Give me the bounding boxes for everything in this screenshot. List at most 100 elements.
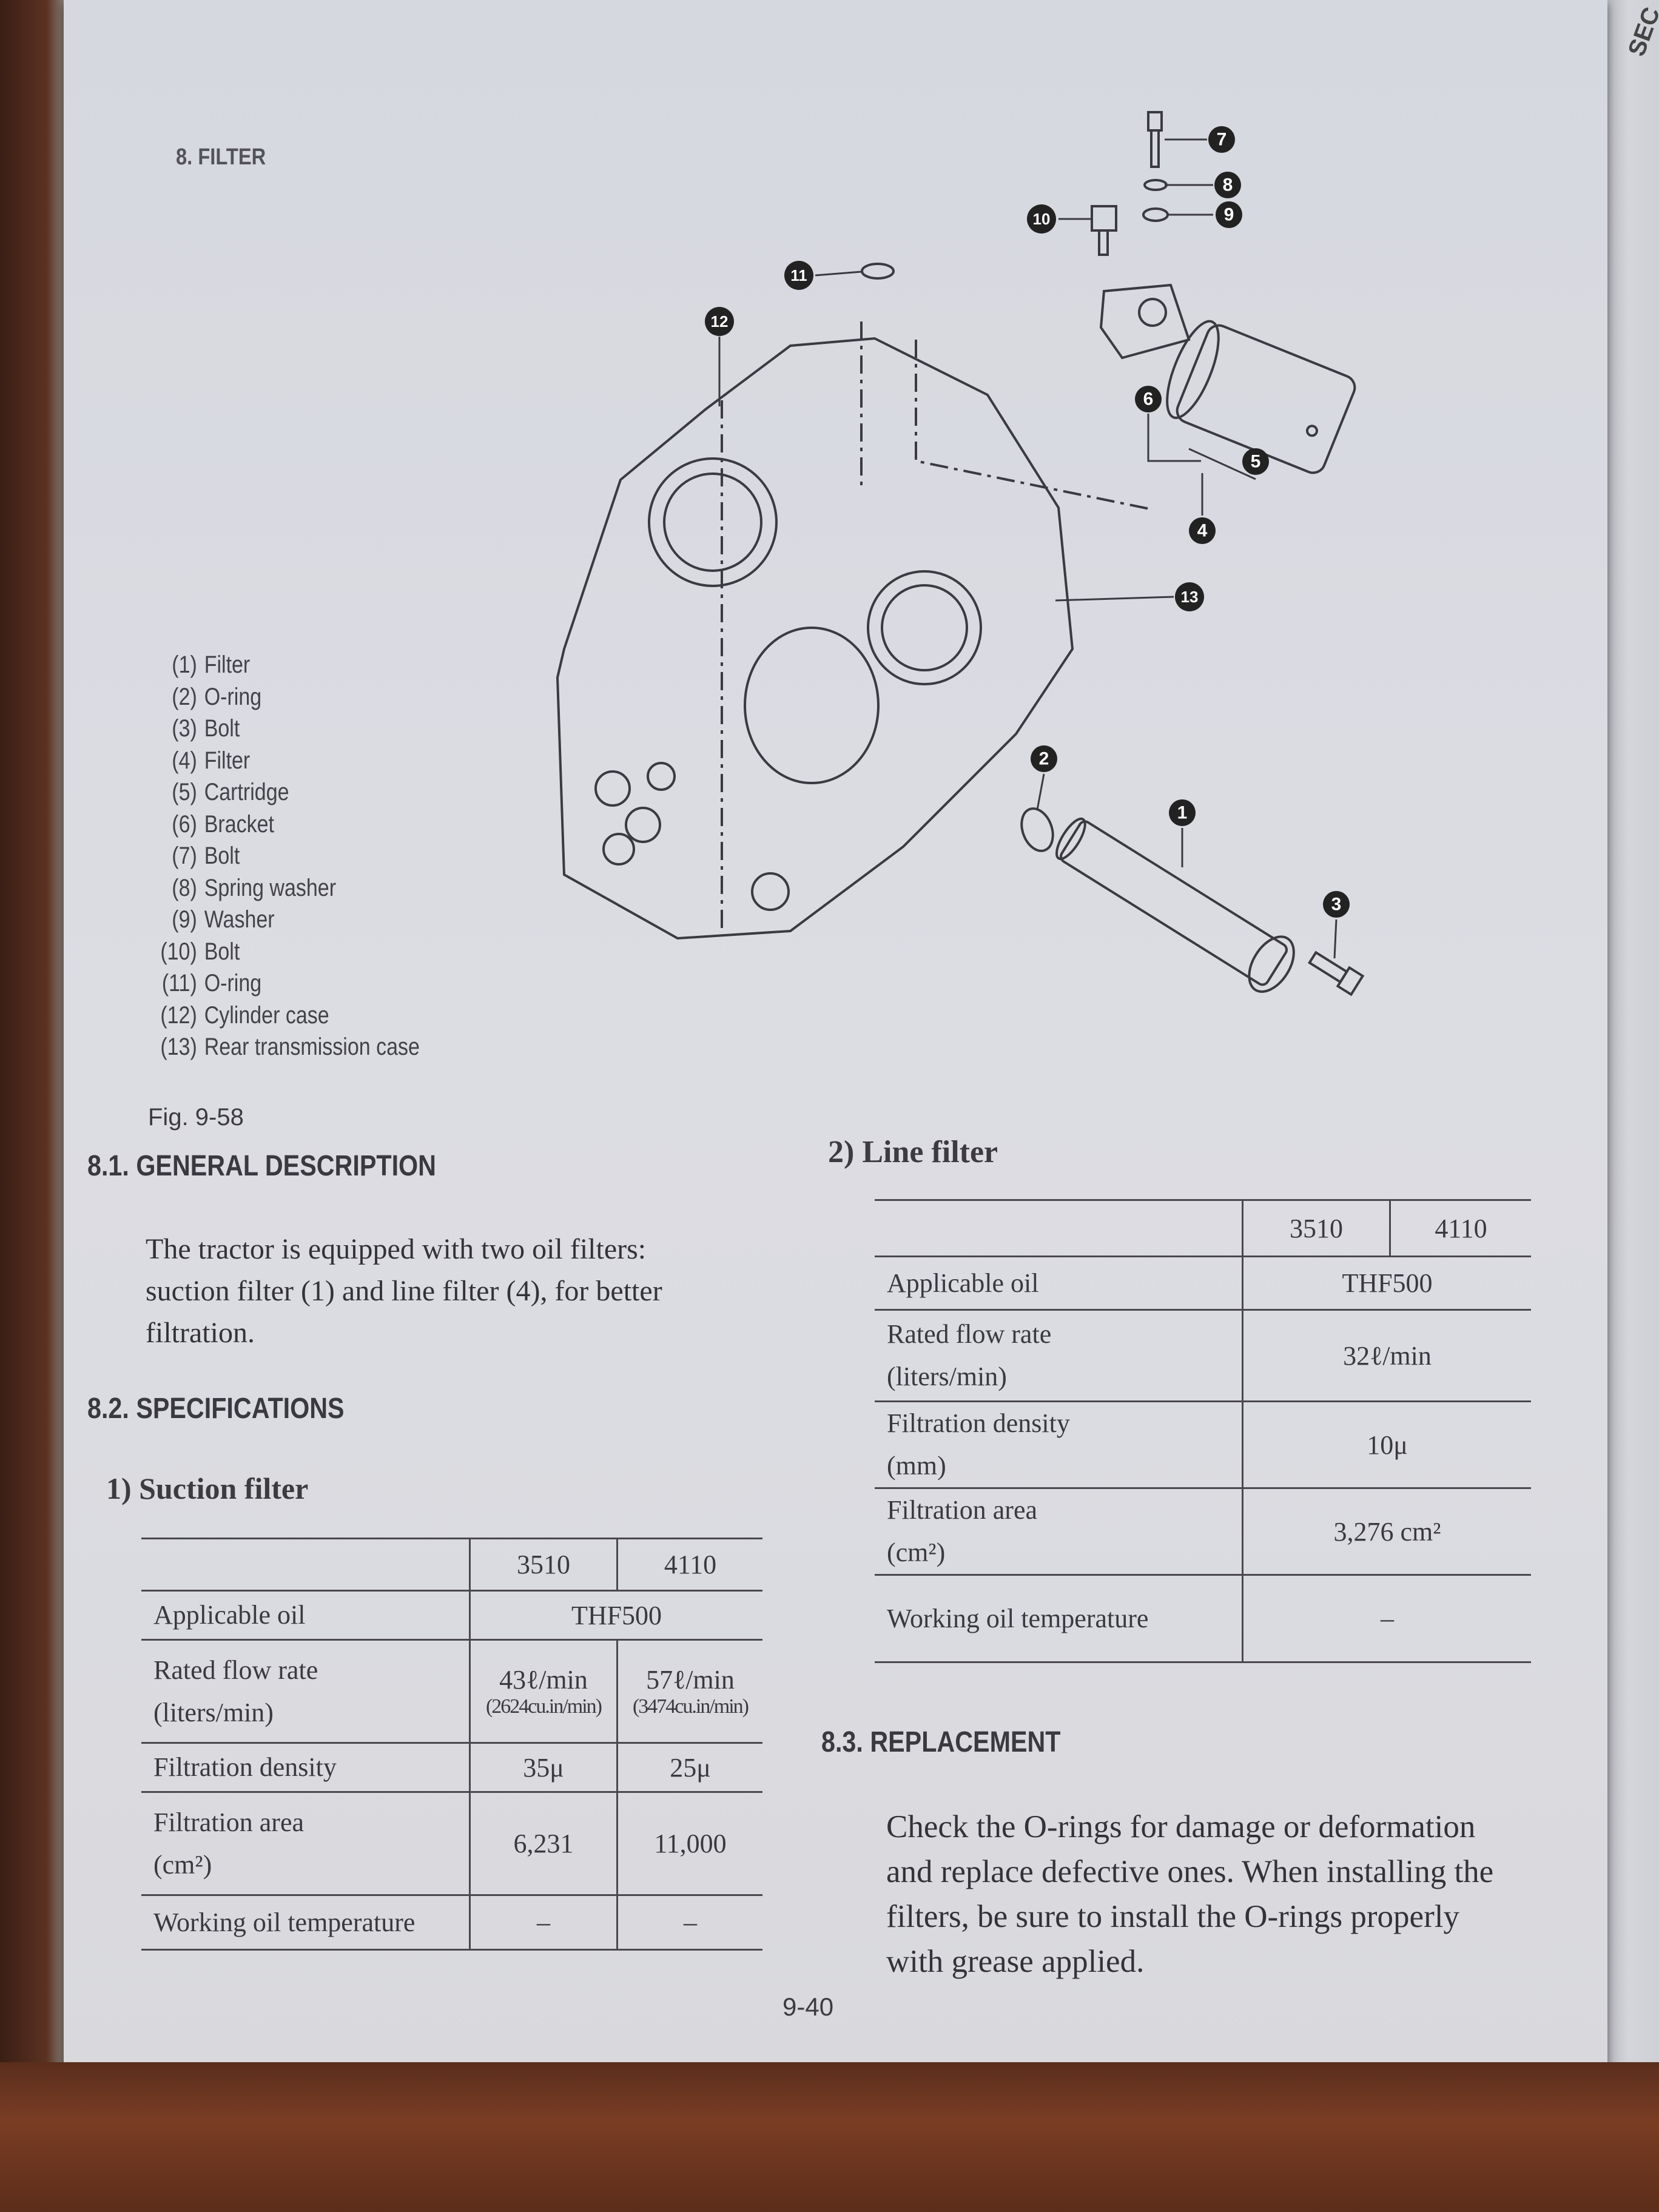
text-line: suction filter (1) and line filter (4), … <box>146 1275 662 1307</box>
column-header: 4110 <box>616 1538 762 1592</box>
svg-text:2: 2 <box>1039 749 1049 769</box>
table-row: Rated flow rate(liters/min) 43ℓ/min(2624… <box>141 1639 762 1744</box>
callout-5: 5 <box>1242 448 1269 475</box>
text-line: and replace defective ones. When install… <box>886 1854 1494 1889</box>
svg-text:6: 6 <box>1143 389 1154 409</box>
callout-6: 6 <box>1135 386 1162 412</box>
callout-9: 9 <box>1216 201 1242 228</box>
suction-filter-drawing <box>1055 817 1295 993</box>
table-row: Working oil temperature– <box>875 1574 1531 1663</box>
callout-2: 2 <box>1031 745 1057 772</box>
text-line: filters, be sure to install the O-rings … <box>886 1899 1459 1934</box>
svg-text:12: 12 <box>711 312 729 331</box>
parts-legend: (1)Filter (2)O-ring (3)Bolt (4)Filter (5… <box>152 649 420 1063</box>
legend-item: (9)Washer <box>172 906 275 933</box>
table-row: Filtration density(mm)10μ <box>875 1400 1531 1489</box>
legend-item: (12)Cylinder case <box>160 1001 329 1029</box>
specifications-heading: 8.2. SPECIFICATIONS <box>87 1393 345 1425</box>
cell-value: 6,231 <box>469 1791 617 1896</box>
cell-value: – <box>469 1894 617 1951</box>
row-label: Filtration area(cm²) <box>141 1791 470 1896</box>
cell-value: 11,000 <box>616 1791 762 1896</box>
column-header: 3510 <box>1242 1199 1390 1257</box>
cell-value: 3,276 cm² <box>1242 1487 1531 1576</box>
replacement-heading: 8.3. REPLACEMENT <box>821 1726 1061 1758</box>
text-line: with grease applied. <box>886 1944 1145 1979</box>
cell-value: – <box>1242 1574 1531 1663</box>
row-label: Filtration area(cm²) <box>875 1487 1243 1576</box>
replacement-text: Check the O-rings for damage or deformat… <box>886 1804 1493 1984</box>
callout-8: 8 <box>1214 172 1241 198</box>
cell-value: 57ℓ/min(3474cu.in/min) <box>616 1639 762 1744</box>
callout-3: 3 <box>1323 891 1350 918</box>
callout-7: 7 <box>1208 126 1235 153</box>
callout-1: 1 <box>1169 799 1196 826</box>
svg-text:4: 4 <box>1197 521 1208 541</box>
cell-value: 35μ <box>469 1742 617 1793</box>
cell-value: 32ℓ/min <box>1242 1309 1531 1402</box>
adjacent-page: SEC <box>1607 0 1659 2099</box>
row-label: Working oil temperature <box>141 1894 470 1951</box>
book-edge <box>0 0 67 2093</box>
general-description-text: The tractor is equipped with two oil fil… <box>146 1228 662 1354</box>
row-label: Applicable oil <box>141 1590 470 1641</box>
figure-caption: Fig. 9-58 <box>148 1104 244 1131</box>
cell-value: THF500 <box>1242 1256 1531 1311</box>
legend-item: (11)O-ring <box>161 970 262 997</box>
text-line: The tractor is equipped with two oil fil… <box>146 1233 647 1265</box>
cartridge-drawing <box>1166 320 1356 474</box>
table-row: Filtration area(cm²)3,276 cm² <box>875 1487 1531 1576</box>
table-row: Working oil temperature–– <box>141 1894 762 1951</box>
legend-item: (6)Bracket <box>172 810 274 838</box>
row-label: Applicable oil <box>875 1256 1243 1311</box>
row-label: Filtration density(mm) <box>875 1400 1243 1489</box>
svg-text:8: 8 <box>1223 175 1233 195</box>
cell-value: 25μ <box>616 1742 762 1793</box>
legend-item: (7)Bolt <box>172 842 240 869</box>
legend-item: (3)Bolt <box>172 715 240 742</box>
column-header: 3510 <box>469 1538 617 1592</box>
legend-item: (8)Spring washer <box>172 874 337 901</box>
page-number: 9-40 <box>782 1992 834 2021</box>
legend-item: (10)Bolt <box>160 938 240 965</box>
row-label: Rated flow rate(liters/min) <box>875 1309 1243 1402</box>
cell-value: 43ℓ/min(2624cu.in/min) <box>469 1639 617 1744</box>
legend-item: (5)Cartridge <box>172 779 289 805</box>
cell-value: THF500 <box>469 1590 762 1641</box>
svg-text:7: 7 <box>1217 130 1227 150</box>
general-description-heading: 8.1. GENERAL DESCRIPTION <box>87 1150 436 1182</box>
row-label: Filtration density <box>141 1742 470 1793</box>
text-line: Check the O-rings for damage or deformat… <box>886 1809 1476 1844</box>
svg-text:11: 11 <box>790 266 807 284</box>
callout-11: 11 <box>784 261 813 290</box>
line-filter-title: 2) Line filter <box>828 1135 998 1169</box>
svg-text:10: 10 <box>1033 210 1051 228</box>
callout-12: 12 <box>705 307 734 336</box>
legend-item: (1)Filter <box>172 651 251 678</box>
legend-item: (2)O-ring <box>172 683 262 710</box>
svg-text:3: 3 <box>1331 895 1342 915</box>
text-line: filtration. <box>146 1317 255 1349</box>
legend-item: (13)Rear transmission case <box>160 1034 420 1060</box>
svg-text:9: 9 <box>1224 205 1234 225</box>
callout-13: 13 <box>1175 582 1204 611</box>
column-header: 4110 <box>1389 1199 1531 1257</box>
cell-value: – <box>616 1894 762 1951</box>
section-title: 8. FILTER <box>176 144 266 170</box>
svg-text:1: 1 <box>1177 803 1188 823</box>
svg-text:5: 5 <box>1251 452 1261 472</box>
table-row: Rated flow rate(liters/min)32ℓ/min <box>875 1309 1531 1402</box>
rear-transmission-case-drawing <box>556 337 1074 940</box>
legend-item: (4)Filter <box>172 747 251 774</box>
cell-value: 10μ <box>1242 1400 1531 1489</box>
row-label: Rated flow rate(liters/min) <box>141 1639 470 1744</box>
table-surface <box>0 2062 1659 2212</box>
row-label: Working oil temperature <box>875 1574 1243 1663</box>
